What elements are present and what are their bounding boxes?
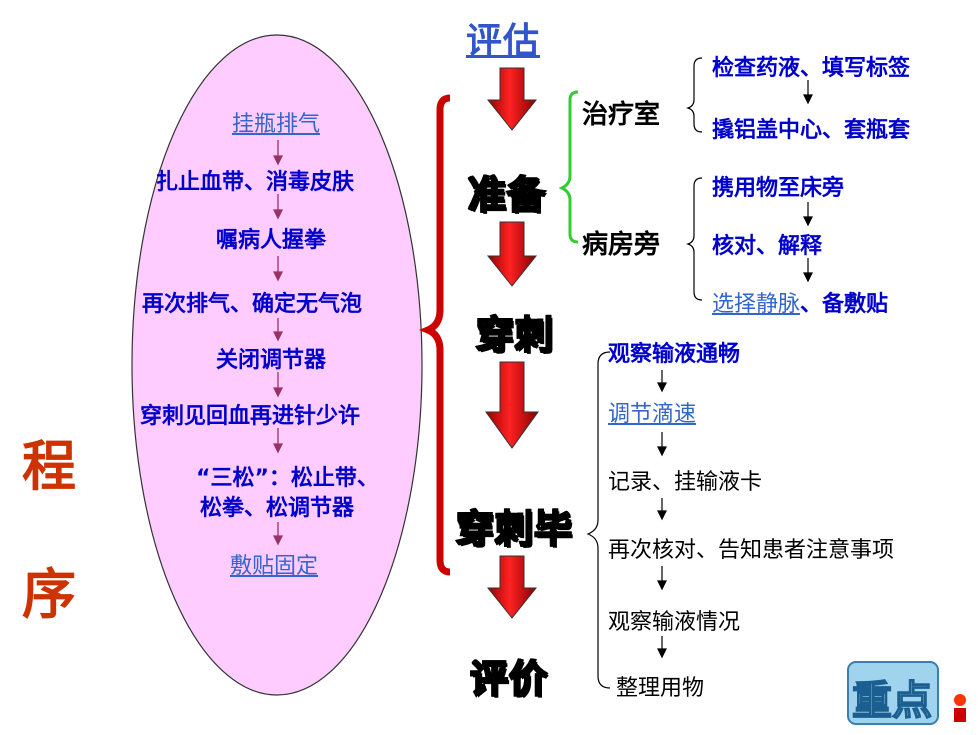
ellipse-step-4: 再次排气、确定无气泡	[142, 292, 363, 317]
ward-step-3: 选择静脉、备敷贴	[712, 286, 888, 318]
stage-after-puncture: 穿刺毕	[455, 506, 574, 552]
ellipse-step-6: 穿刺见回血再进针少许	[140, 404, 361, 429]
flow-arrows	[485, 67, 539, 619]
select-vein-link[interactable]: 选择静脉	[712, 292, 801, 317]
ward-step-1: 携用物至床旁	[712, 176, 845, 201]
stage-assess: 评估	[466, 21, 541, 62]
flow-arrow-1	[486, 67, 538, 131]
ellipse-step-5: 关闭调节器	[216, 348, 327, 373]
flow-arrow-4	[486, 555, 538, 619]
flow-arrow-2	[486, 221, 538, 287]
stage-evaluate: 评价	[469, 656, 549, 702]
ellipse-step-arrows	[272, 140, 284, 546]
ward-label: 病房旁	[582, 230, 661, 260]
flow-arrow-3	[485, 361, 539, 449]
after-bracket	[586, 351, 611, 689]
after-step-6: 整理用物	[616, 676, 705, 701]
after-step-5: 观察输液情况	[608, 610, 741, 635]
puncture-ellipse	[131, 34, 423, 696]
side-title-char-2: 序	[22, 562, 76, 626]
ellipse-step-1-link[interactable]: 挂瓶排气	[232, 112, 321, 137]
treatment-step-1: 检查药液、填写标签	[712, 56, 911, 81]
after-step-4: 再次核对、告知患者注意事项	[608, 538, 895, 563]
after-step-2-link[interactable]: 调节滴速	[608, 402, 697, 427]
ellipse-step-3: 嘱病人握拳	[216, 228, 327, 253]
stage-prepare: 准备	[467, 172, 547, 218]
after-step-1: 观察输液通畅	[608, 342, 741, 367]
traffic-light-icon	[954, 694, 966, 706]
puncture-bracket	[418, 94, 451, 576]
key-point-badge	[847, 661, 966, 725]
treatment-room-label: 治疗室	[582, 100, 661, 130]
side-title-char-1: 程	[22, 434, 76, 498]
ellipse-step-8-link[interactable]: 敷贴固定	[230, 554, 319, 579]
ellipse-step-2: 扎止血带、消毒皮肤	[156, 170, 355, 195]
after-step-3: 记录、挂输液卡	[608, 470, 763, 495]
ward-step-3-rest: 、备敷贴	[800, 292, 889, 317]
treatment-room-brace	[686, 57, 703, 133]
prepare-bracket	[558, 90, 579, 244]
after-step-arrows	[657, 370, 667, 659]
key-point-badge-text: 重点	[851, 677, 933, 725]
ellipse-step-7-line-2: 松拳、松调节器	[200, 496, 355, 521]
prepare-step-arrows	[803, 80, 813, 283]
ward-step-2: 核对、解释	[712, 234, 823, 259]
ward-brace	[686, 177, 703, 301]
ellipse-step-7-line-1: “三松”：松止带、	[196, 466, 379, 491]
stage-puncture: 穿刺	[475, 312, 555, 358]
treatment-step-2: 撬铝盖中心、套瓶套	[712, 118, 911, 143]
